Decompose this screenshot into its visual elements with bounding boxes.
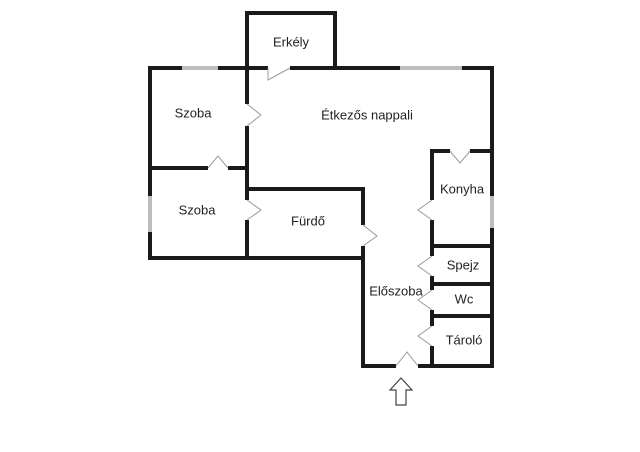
room-label-eloszoba: Előszoba [369, 283, 423, 298]
room-label-etkezos-nappali: Étkezős nappali [321, 107, 413, 122]
room-label-spejz: Spejz [447, 257, 480, 272]
room-label-tarolo: Tároló [446, 332, 483, 347]
room-label-furdo: Fürdő [291, 213, 325, 228]
room-label-konyha: Konyha [440, 181, 485, 196]
room-label-erkely: Erkély [273, 34, 310, 49]
room-label-wc: Wc [455, 291, 474, 306]
room-labels: Erkély Étkezős nappali Szoba Szoba Fürdő… [175, 34, 485, 347]
windows [148, 66, 494, 232]
door-openings [208, 65, 470, 369]
room-label-szoba-2: Szoba [179, 202, 217, 217]
arrow-up-icon [388, 377, 414, 406]
door-leaves [207, 67, 471, 367]
room-label-szoba-1: Szoba [175, 105, 213, 120]
